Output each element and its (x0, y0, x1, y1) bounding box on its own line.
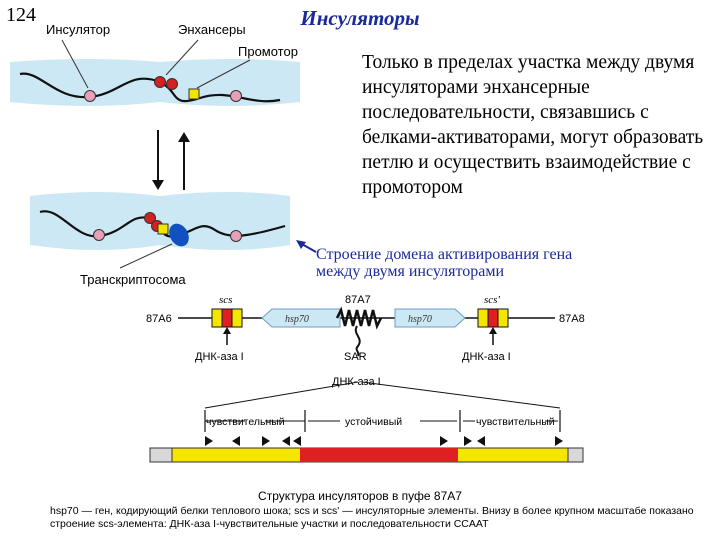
label-sensitive-right: чувствительный (476, 416, 555, 428)
label-sar: SAR (344, 351, 367, 363)
hsp70-right-arrow (394, 308, 466, 328)
body-text: Только в пределах участка между двумя ин… (362, 52, 704, 198)
insulator-right-top (230, 90, 242, 102)
promoter-top (188, 88, 200, 100)
insulator-right-looped (230, 230, 242, 242)
figure-note: hsp70 — ген, кодирующий белки теплового … (50, 505, 694, 530)
label-enhancers: Энхансеры (178, 22, 246, 37)
label-hsp70-left: hsp70 (285, 314, 309, 325)
label-dnase-left: ДНК-аза I (195, 351, 244, 363)
label-87a8: 87A8 (559, 313, 585, 325)
insulator-left-looped (93, 229, 105, 241)
domain-map (178, 306, 561, 409)
label-dnase-right: ДНК-аза I (462, 351, 511, 363)
figure-caption: Структура инсуляторов в пуфе 87А7 (258, 489, 462, 503)
subtitle-pointer (296, 240, 317, 253)
label-sensitive-left: чувствительный (206, 416, 285, 428)
enhancer-top-2 (166, 78, 178, 90)
transcriptosome-shape (169, 223, 189, 247)
enhancer-top-1 (154, 76, 166, 88)
label-dnase-detail: ДНК-аза I (332, 376, 381, 388)
insulator-left-top (84, 90, 96, 102)
page-number: 124 (6, 4, 36, 26)
enhancer-looped-1 (144, 212, 156, 224)
chromatin-domain-looped (30, 192, 290, 269)
slide-title: Инсуляторы (300, 6, 420, 30)
label-insulator: Инсулятор (46, 22, 110, 37)
label-87a7: 87A7 (345, 294, 371, 306)
label-resistant: устойчивый (345, 416, 402, 428)
diagram-subtitle: Строение домена активирования гена между… (316, 246, 573, 280)
label-87a6: 87A6 (146, 313, 172, 325)
chromatin-domain-top (10, 39, 300, 106)
label-transcriptosome: Транскриптосома (80, 272, 186, 287)
label-hsp70-right: hsp70 (408, 314, 432, 325)
label-promoter: Промотор (238, 44, 298, 59)
promoter-looped (157, 223, 169, 235)
label-scs: scs (219, 294, 232, 306)
hsp70-left-arrow (261, 308, 341, 328)
scs-detail (149, 410, 584, 463)
label-scs-prime: scs' (484, 294, 500, 306)
transition-arrows (152, 130, 190, 190)
